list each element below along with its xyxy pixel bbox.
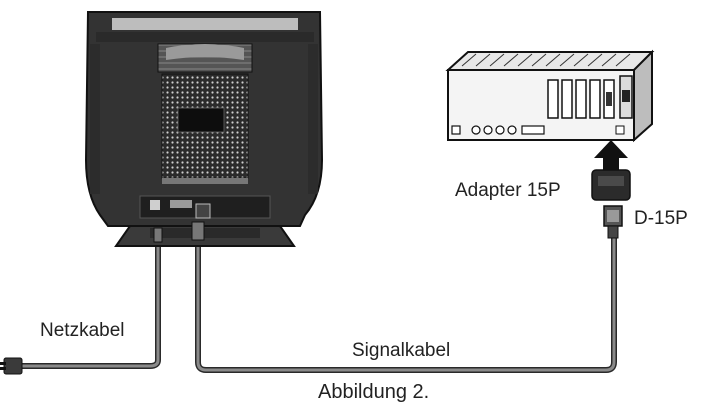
power-cable: [0, 240, 161, 375]
figure-caption: Abbildung 2.: [318, 381, 430, 403]
computer-case: [445, 49, 655, 143]
monitor-rear: [84, 11, 324, 247]
signal-cable: [195, 238, 617, 373]
arrow-up-icon: [594, 140, 628, 170]
power-cable-label: Netzkabel: [40, 320, 125, 341]
adapter-15p-label: Adapter 15P: [455, 180, 561, 201]
power-plug-icon: [0, 357, 23, 375]
signal-cable-label: Signalkabel: [352, 340, 451, 361]
monitor-vent-panel: [157, 43, 253, 184]
d-15p-label: D-15P: [634, 208, 688, 229]
adapter-connection: [591, 140, 631, 239]
